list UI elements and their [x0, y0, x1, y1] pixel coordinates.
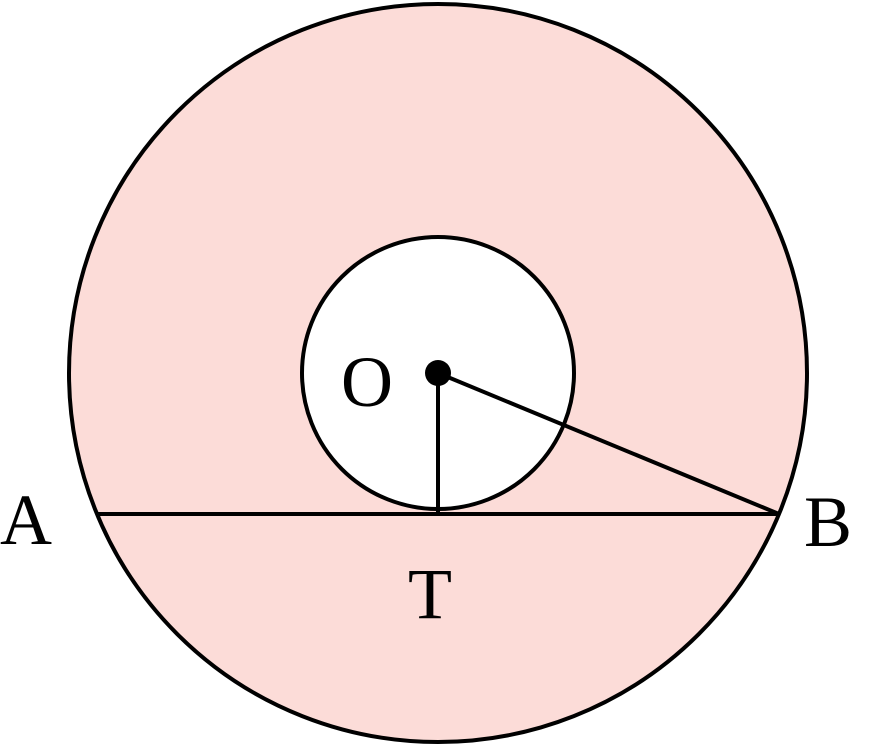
label-center-o: O: [341, 342, 393, 422]
label-point-t: T: [408, 554, 452, 634]
label-point-a: A: [0, 480, 52, 560]
segment-ob: [437, 371, 780, 516]
center-point: [425, 360, 451, 386]
label-point-b: B: [804, 482, 852, 562]
